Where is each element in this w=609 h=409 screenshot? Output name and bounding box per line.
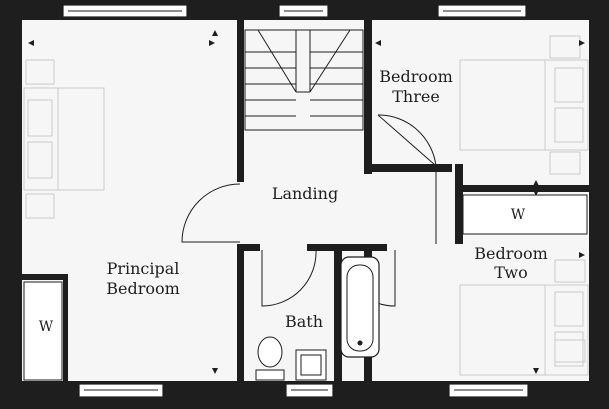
principal-bed xyxy=(23,59,105,219)
dimension-markers xyxy=(28,30,585,374)
principal-bedroom-label-line-1: Principal xyxy=(107,259,180,278)
principal-wardrobe-label: W xyxy=(39,319,54,335)
bedroom-two-bed xyxy=(459,259,589,376)
bath-tub xyxy=(340,256,380,358)
bedroom-three-bed xyxy=(459,35,589,175)
bedroom-two-wardrobe xyxy=(462,194,588,235)
bedroom-three-label-line-2: Three xyxy=(392,87,440,106)
bedroom-two-wardrobe-label: W xyxy=(511,207,526,223)
bedroom-two-label-line-1: Bedroom xyxy=(474,244,548,263)
window-inner-lines xyxy=(68,10,523,391)
bedroom-two-label-line-2: Two xyxy=(494,263,527,282)
toilet xyxy=(255,336,285,381)
bedroom-three-label-line-1: Bedroom xyxy=(379,67,453,86)
principal-bedroom-label-line-2: Bedroom xyxy=(106,279,180,298)
principal-wardrobe xyxy=(23,281,63,381)
bath-label: Bath xyxy=(285,312,323,331)
basin xyxy=(295,349,327,381)
staircase xyxy=(244,29,364,131)
landing-label: Landing xyxy=(272,184,338,203)
